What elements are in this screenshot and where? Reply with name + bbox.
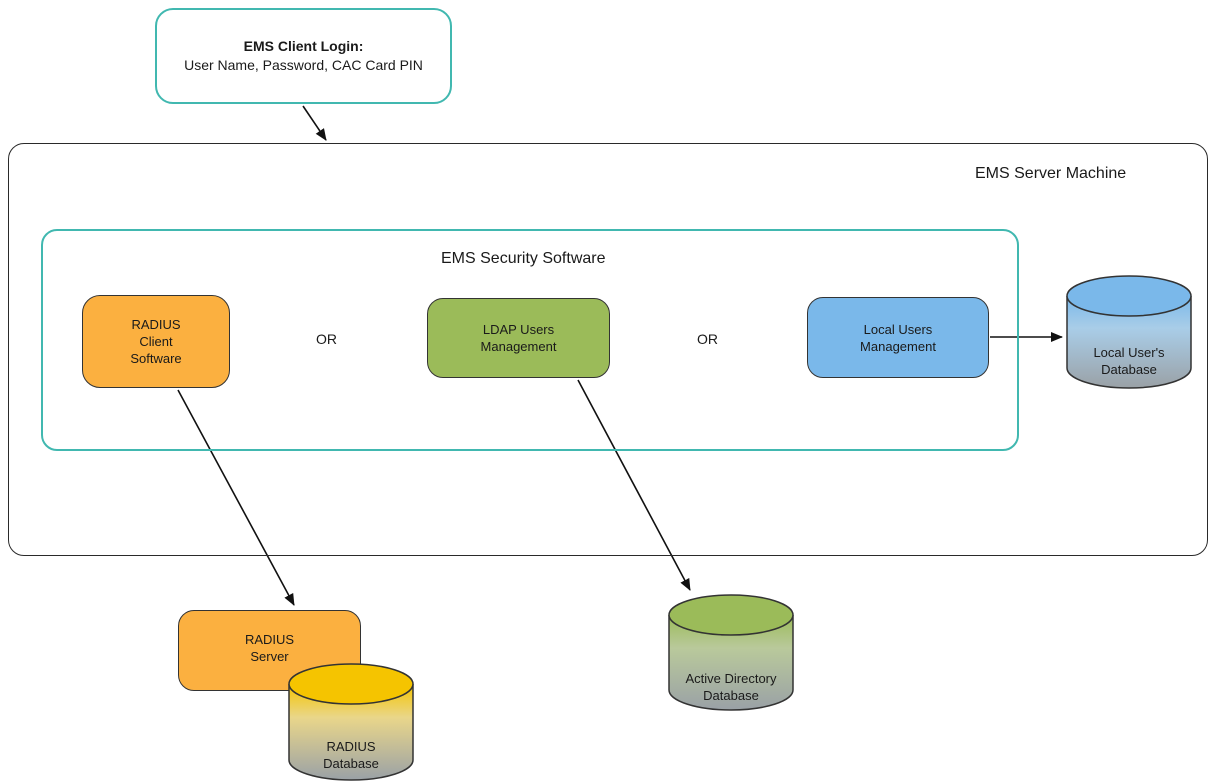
radius-db-line2: Database: [323, 756, 379, 771]
ad-db-line1: Active Directory: [685, 671, 777, 686]
login-title: EMS Client Login:: [243, 38, 364, 54]
local-users-database-label: Local User's Database: [1067, 344, 1191, 378]
local-line2: Management: [860, 338, 936, 354]
or-label-2: OR: [697, 331, 718, 347]
radius-server-line1: RADIUS: [244, 632, 295, 647]
radius-client-to-server-arrow: [177, 389, 295, 606]
radius-client-line3: Software: [130, 351, 182, 366]
local-line1: Local Users: [863, 321, 933, 337]
login-to-server-arrow: [302, 105, 327, 141]
local-db-line2: Database: [1101, 362, 1157, 377]
radius-client-line1: RADIUS: [131, 317, 181, 332]
active-directory-database-cylinder: [668, 594, 794, 711]
ldap-line1: LDAP Users: [482, 322, 555, 337]
local-db-line1: Local User's: [1093, 345, 1165, 360]
radius-client-software-node: RADIUS Client Software: [82, 295, 230, 388]
radius-database-cylinder: [288, 663, 414, 781]
or-label-1: OR: [316, 331, 337, 347]
ldap-users-management-node: LDAP Users Management: [427, 298, 610, 378]
ldap-line2: Management: [480, 339, 557, 354]
radius-database-label: RADIUS Database: [289, 738, 413, 772]
radius-client-line2: Client: [139, 334, 173, 349]
active-directory-database-label: Active Directory Database: [669, 670, 793, 704]
ems-security-software-frame: [41, 229, 1019, 451]
ems-security-software-label: EMS Security Software: [441, 250, 606, 267]
ems-server-machine-label: EMS Server Machine: [975, 165, 1127, 182]
login-subtitle: User Name, Password, CAC Card PIN: [184, 57, 423, 73]
ad-db-line2: Database: [703, 688, 759, 703]
ems-server-machine-frame: [8, 143, 1208, 556]
local-users-management-node: Local Users Management: [807, 297, 989, 378]
radius-db-line1: RADIUS: [326, 739, 376, 754]
local-users-database-cylinder: [1066, 275, 1192, 389]
ems-client-login-box: EMS Client Login: User Name, Password, C…: [155, 8, 452, 104]
radius-server-line2: Server: [250, 649, 289, 664]
